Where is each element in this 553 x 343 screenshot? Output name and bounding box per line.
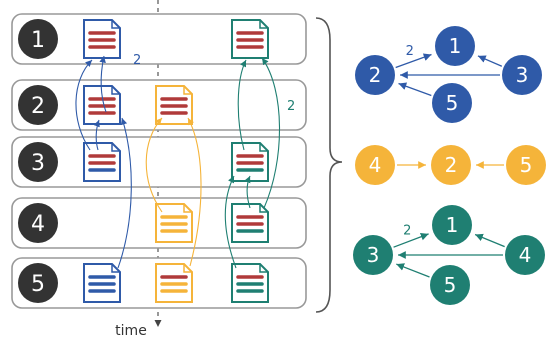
teal-graph-node-label-1: 1 (446, 213, 459, 237)
blue-graph-edge-5-2 (398, 82, 432, 97)
yellow-graph-node-2 (431, 145, 471, 185)
row-number-2: 2 (31, 94, 45, 119)
teal-graph-node-4 (505, 235, 545, 275)
teal-graph-edge-label-3-1: 2 (403, 224, 411, 239)
timeline-edge-label-blue: 2 (133, 53, 141, 68)
blue-graph-edge-3-1 (477, 55, 503, 67)
timeline-arrow-blue-3-1 (75, 59, 93, 151)
timeline-arrow-teal-4-3 (244, 175, 251, 209)
yellow-graph-node-label-4: 4 (369, 153, 382, 177)
teal-graph-node-label-5: 5 (444, 273, 457, 297)
document-icon-1 (231, 19, 269, 59)
timeline-arrow-blue-5-2 (117, 117, 132, 269)
row-number-1: 1 (31, 28, 45, 53)
timeline-arrow-teal-5-3 (224, 175, 237, 269)
row-number-badge-1 (18, 19, 58, 59)
timeline-edge-label-teal: 2 (287, 99, 295, 114)
teal-graph-node-1 (432, 205, 472, 245)
row-number-badge-3 (18, 142, 58, 182)
document-icon-3 (155, 85, 193, 125)
document-icon-0 (83, 19, 121, 59)
blue-graph-node-1 (435, 26, 475, 66)
blue-graph-node-label-3: 3 (516, 63, 529, 87)
time-axis-label: time (115, 323, 147, 339)
blue-graph-node-label-2: 2 (369, 63, 382, 87)
yellow-graph-node-label-2: 2 (445, 153, 458, 177)
yellow-graph: 4 2 5 (355, 145, 546, 185)
yellow-graph-node-4 (355, 145, 395, 185)
teal-graph-node-3 (353, 235, 393, 275)
teal-graph-node-label-3: 3 (367, 243, 380, 267)
document-icon-5 (231, 142, 269, 182)
document-icon-8 (83, 263, 121, 303)
document-icon-9 (155, 263, 193, 303)
blue-graph-node-label-5: 5 (446, 91, 459, 115)
document-icon-6 (155, 203, 193, 243)
timeline-arrow-blue-2-1 (99, 55, 107, 113)
blue-graph-edge-label-2-1: 2 (406, 44, 414, 59)
blue-graph-edge-2-1 (395, 53, 432, 69)
blue-graph: 2 1 2 3 5 (355, 26, 542, 123)
row-number-badge-2 (18, 85, 58, 125)
teal-graph-edge-5-3 (396, 263, 430, 278)
grouping-brace (315, 17, 343, 313)
blue-graph-node-2 (355, 55, 395, 95)
timeline-arrow-teal-4-1 (261, 57, 281, 209)
teal-graph-edge-4-1 (474, 233, 505, 248)
timeline-arrow-blue-3-2 (93, 119, 100, 151)
teal-graph: 2 1 3 4 5 (353, 205, 545, 305)
timeline-arrow-yellow-5-2 (187, 117, 202, 267)
blue-graph-node-3 (502, 55, 542, 95)
document-icon-7 (231, 203, 269, 243)
row-number-3: 3 (31, 151, 45, 176)
document-icon-2 (83, 85, 121, 125)
row-number-5: 5 (31, 272, 45, 297)
blue-graph-node-5 (432, 83, 472, 123)
timeline-arrow-teal-3-1 (237, 59, 247, 151)
yellow-graph-node-5 (506, 145, 546, 185)
row-number-badge-4 (18, 203, 58, 243)
document-icon-4 (83, 142, 121, 182)
teal-graph-edge-3-1 (393, 232, 429, 248)
blue-graph-node-label-1: 1 (449, 34, 462, 58)
row-number-4: 4 (31, 212, 45, 237)
teal-graph-node-5 (430, 265, 470, 305)
row-number-badge-5 (18, 263, 58, 303)
yellow-graph-node-label-5: 5 (520, 153, 533, 177)
document-icon-10 (231, 263, 269, 303)
teal-graph-node-label-4: 4 (519, 243, 532, 267)
timeline-arrow-yellow-4-2 (145, 117, 163, 213)
